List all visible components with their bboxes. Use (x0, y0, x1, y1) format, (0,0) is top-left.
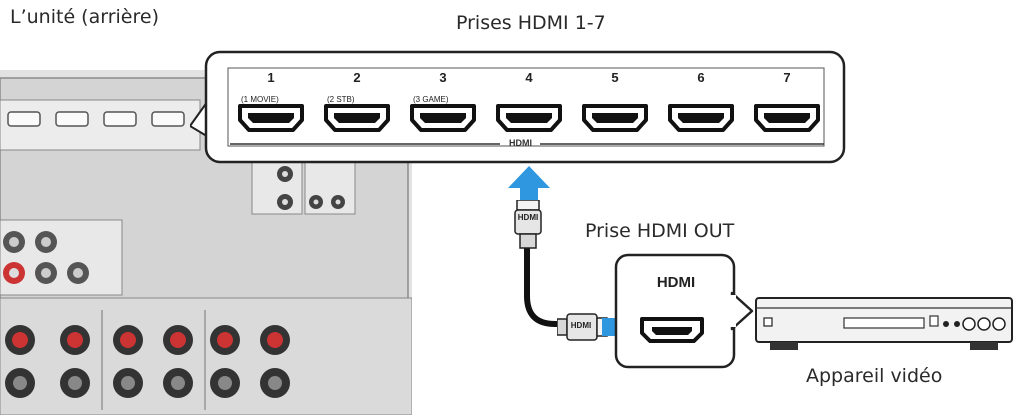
unit-rear-label: L’unité (arrière) (10, 6, 159, 28)
hdmi-bar-label: HDMI (509, 138, 532, 148)
hdmi-port-tag: (3 GAME) (413, 95, 449, 104)
hdmi-port-icon (324, 104, 390, 132)
hdmi-cable (524, 246, 564, 327)
hdmi-port-icon (410, 104, 476, 132)
hdmi-port-number: 6 (697, 70, 705, 85)
hdmi-port-number: 7 (783, 70, 791, 85)
hdmi-port-number: 3 (439, 70, 447, 85)
hdmi-port-icon (582, 104, 648, 132)
device-hdmi-label: HDMI (656, 274, 696, 291)
hdmi-inputs-label: Prises HDMI 1-7 (456, 12, 606, 34)
hdmi-port-number: 4 (525, 70, 533, 85)
video-device-label: Appareil vidéo (806, 365, 943, 387)
hdmi-port-tag: (2 STB) (327, 95, 355, 104)
hdmi-plug-top (514, 200, 542, 249)
hdmi-port-icon (754, 104, 820, 132)
hdmi-out-callout (614, 253, 754, 369)
unit-rear-panel (0, 70, 412, 415)
hdmi-port-icon (668, 104, 734, 132)
hdmi-port-tag: (1 MOVIE) (241, 95, 279, 104)
video-player-icon (755, 297, 1013, 350)
plug-bottom-label: HDMI (570, 321, 592, 330)
hdmi-port-number: 5 (611, 70, 619, 85)
hdmi-port-icon (238, 104, 304, 132)
hdmi-port-number: 2 (353, 70, 361, 85)
arrow-up-icon (508, 166, 550, 208)
hdmi-out-label: Prise HDMI OUT (585, 220, 735, 242)
plug-top-label: HDMI (517, 213, 539, 222)
hdmi-port-number: 1 (267, 70, 275, 85)
hdmi-port-icon (496, 104, 562, 132)
